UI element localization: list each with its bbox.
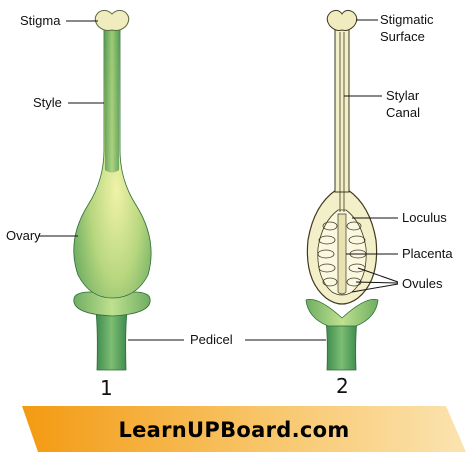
label-stigmatic-surface-2: Surface: [380, 29, 425, 44]
figure-number-1: 1: [100, 376, 113, 400]
label-stigma: Stigma: [20, 13, 61, 28]
placenta-2: [337, 213, 347, 295]
label-ovules: Ovules: [402, 276, 443, 291]
pistil-1: [73, 9, 152, 371]
style-1: [105, 30, 119, 173]
leader-lines: [38, 19, 399, 341]
pistil-diagram: [38, 9, 399, 371]
label-placenta: Placenta: [402, 246, 453, 261]
pistil-2: [305, 9, 379, 371]
leader-ovules-c: [351, 283, 399, 293]
pedicel-2: [325, 319, 358, 371]
ovules-left: [317, 221, 338, 287]
label-stylar-canal-1: Stylar: [386, 88, 420, 103]
style-2: [334, 29, 350, 193]
receptacle-2: [305, 299, 379, 327]
site-banner: [22, 406, 466, 452]
label-pedicel: Pedicel: [190, 332, 233, 347]
site-banner-text: LearnUPBoard.com: [118, 418, 350, 442]
leader-ovules-b: [355, 281, 399, 284]
label-stigmatic-surface-1: Stigmatic: [380, 12, 434, 27]
stigma-1: [94, 9, 130, 31]
label-loculus: Loculus: [402, 210, 447, 225]
label-ovary: Ovary: [6, 228, 41, 243]
stigma-2: [326, 9, 358, 31]
leader-ovules-a: [357, 267, 399, 283]
pedicel-1: [95, 311, 128, 371]
label-style: Style: [33, 95, 62, 110]
label-stylar-canal-2: Canal: [386, 105, 420, 120]
figure-number-2: 2: [336, 374, 349, 398]
receptacle-1: [73, 291, 151, 317]
